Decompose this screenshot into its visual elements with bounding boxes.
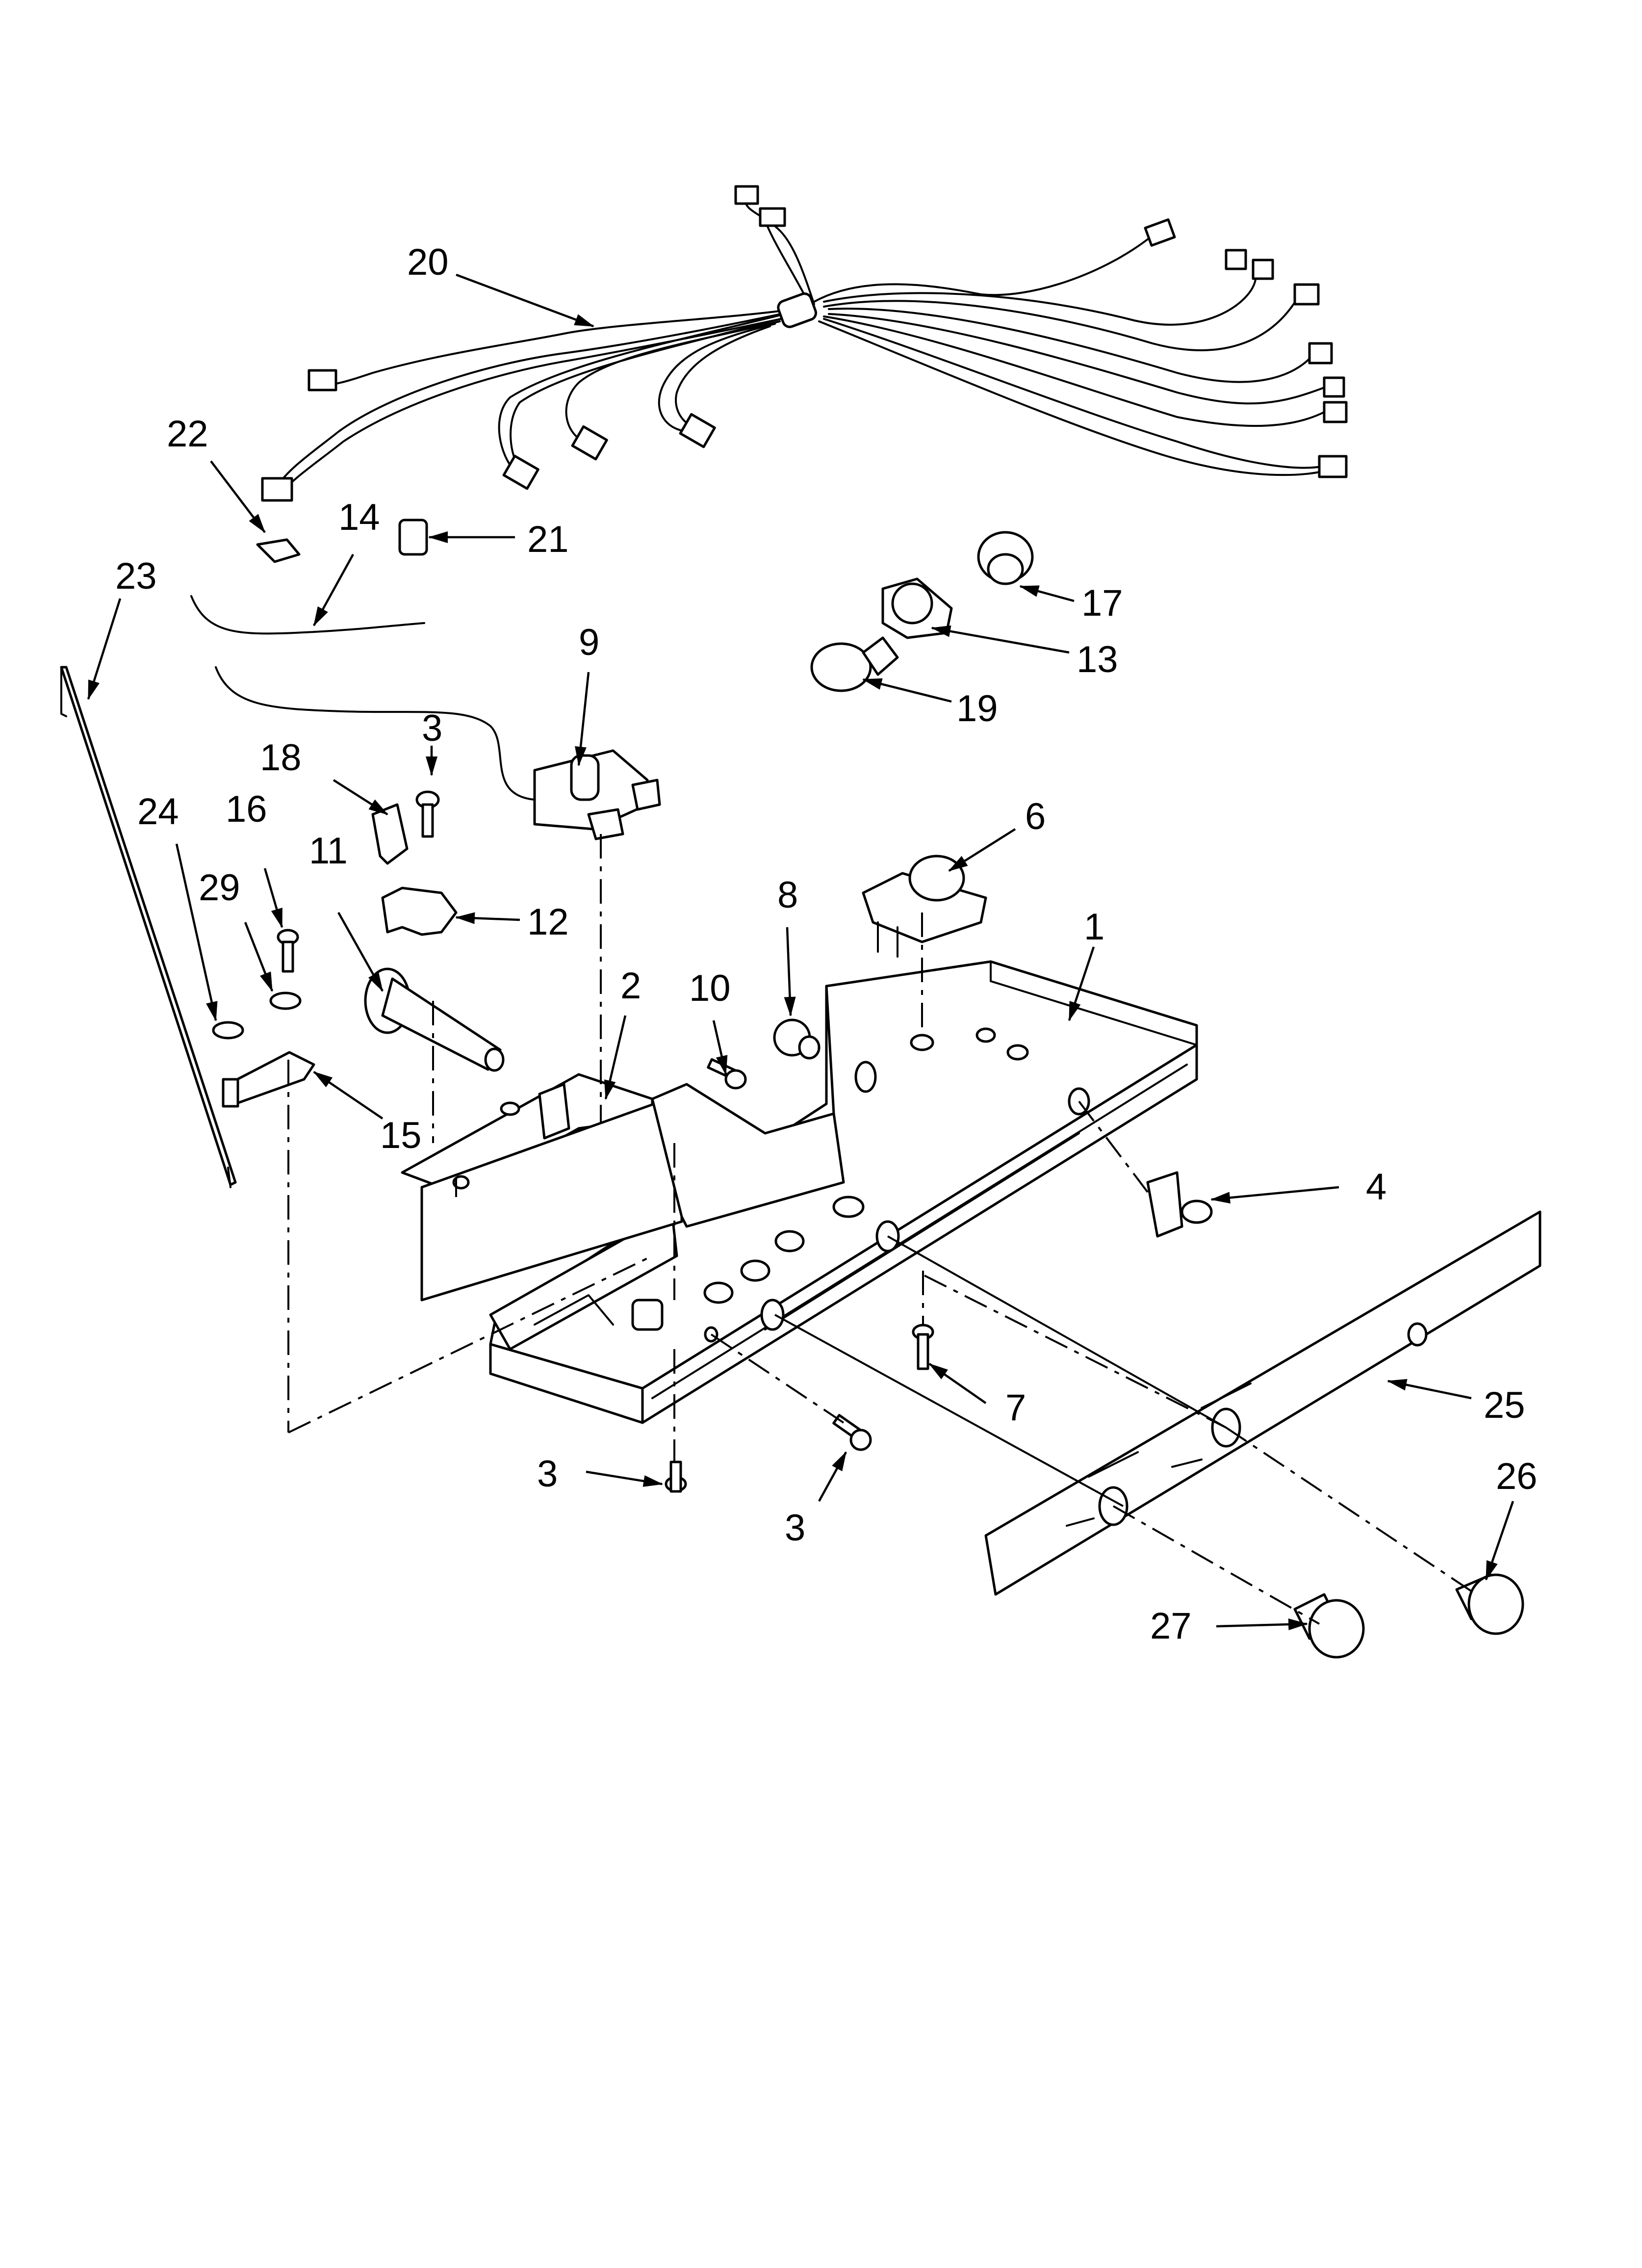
- callout-8: 8: [777, 874, 798, 916]
- shaft-11: [364, 967, 505, 1072]
- callout-23: 23: [115, 555, 157, 597]
- callout-26: 26: [1496, 1456, 1538, 1497]
- callout-3-top: 3: [422, 707, 442, 749]
- callout-7: 7: [1005, 1387, 1026, 1429]
- callout-2: 2: [620, 965, 641, 1007]
- panel-25: [984, 1210, 1541, 1596]
- callout-21: 21: [527, 519, 569, 560]
- socket-17: [977, 531, 1034, 585]
- callout-25: 25: [1484, 1384, 1525, 1426]
- callout-9: 9: [579, 622, 599, 663]
- callout-14: 14: [338, 496, 380, 538]
- callout-11: 11: [309, 830, 348, 872]
- bracket-12: [381, 886, 458, 936]
- washer-24: [212, 1021, 244, 1040]
- screw-3-top: [415, 790, 440, 838]
- clip-18: [371, 803, 409, 865]
- washer-29: [269, 991, 302, 1010]
- knob-26: [1455, 1573, 1524, 1635]
- rod-23: [60, 666, 237, 1186]
- clip-21: [398, 519, 428, 556]
- callout-17: 17: [1081, 582, 1123, 624]
- thermostat-9: [533, 749, 661, 840]
- switch-4: [1146, 1171, 1213, 1238]
- callout-18: 18: [260, 737, 302, 779]
- callout-16: 16: [226, 788, 267, 830]
- wire-harness: [261, 185, 1348, 502]
- clip-22: [256, 538, 301, 563]
- alignment-lines: [287, 834, 1477, 1625]
- bracket-2: [401, 1073, 683, 1302]
- callout-12: 12: [527, 901, 569, 943]
- screw-16: [277, 929, 299, 973]
- leader-lines: [87, 273, 1514, 1631]
- callout-3-left: 3: [537, 1453, 558, 1495]
- screw-7: [912, 1324, 934, 1370]
- tube-14: [190, 595, 425, 635]
- callout-6: 6: [1025, 796, 1046, 837]
- callout-1: 1: [1084, 906, 1104, 948]
- screw-3-right: [832, 1414, 872, 1451]
- grommet-8: [773, 1018, 821, 1060]
- callout-27: 27: [1150, 1605, 1192, 1647]
- callout-4: 4: [1366, 1166, 1386, 1208]
- callout-10: 10: [689, 967, 731, 1009]
- timer-6: [862, 855, 987, 958]
- bulb-19: [810, 636, 899, 692]
- socket-13: [881, 577, 953, 639]
- callout-29: 29: [199, 867, 240, 909]
- callout-24: 24: [137, 791, 179, 833]
- callout-20: 20: [407, 241, 449, 283]
- callout-15: 15: [380, 1115, 422, 1156]
- callout-19: 19: [956, 688, 998, 730]
- callout-13: 13: [1077, 639, 1118, 680]
- callout-3-right: 3: [785, 1507, 805, 1549]
- callout-22: 22: [167, 413, 208, 455]
- knob-27: [1293, 1593, 1365, 1659]
- callouts: 20 22 14 21 23 17 13 19 9 3 18 12 11 16 …: [115, 241, 1538, 1647]
- screw-3-left: [665, 1460, 687, 1493]
